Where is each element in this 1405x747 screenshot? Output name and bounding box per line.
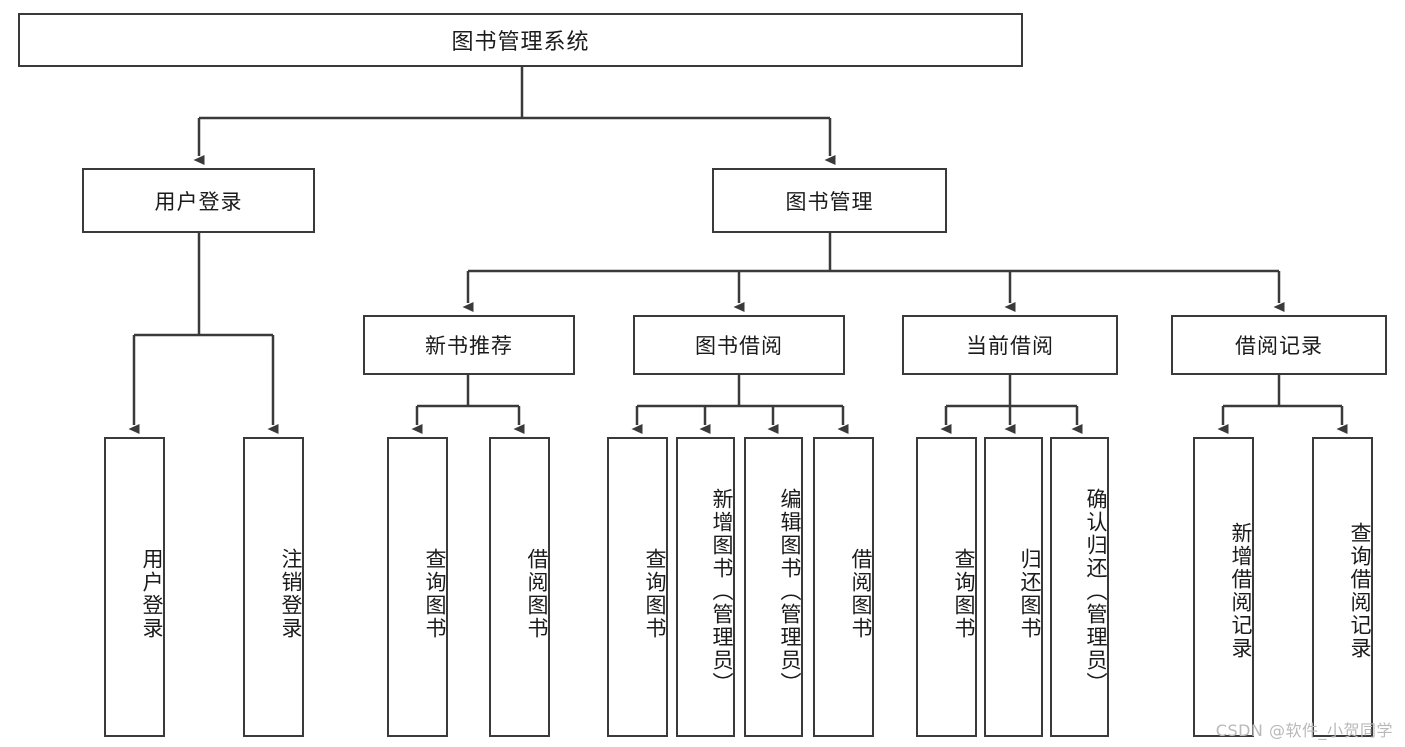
node-root-system[interactable]: 图书管理系统 bbox=[18, 13, 1023, 67]
node-book-management[interactable]: 图书管理 bbox=[712, 168, 947, 233]
leaf-new-book-borrow-book[interactable]: 借阅图书 bbox=[489, 437, 550, 737]
leaf-current-borrow-return-book[interactable]: 归还图书 bbox=[984, 437, 1043, 737]
leaf-book-borrow-query-book[interactable]: 查询图书 bbox=[607, 437, 668, 737]
leaf-borrow-record-add-record[interactable]: 新增借阅记录 bbox=[1193, 437, 1254, 737]
node-book-borrow[interactable]: 图书借阅 bbox=[633, 315, 845, 375]
csdn-watermark: CSDN @软件_小贺同学 bbox=[1215, 721, 1393, 740]
leaf-book-borrow-edit-book-admin[interactable]: 编辑图书（管理员） bbox=[744, 437, 803, 737]
leaf-user-login-login[interactable]: 用户登录 bbox=[104, 437, 165, 737]
leaf-borrow-record-query-record[interactable]: 查询借阅记录 bbox=[1312, 437, 1373, 737]
node-new-book-recommend[interactable]: 新书推荐 bbox=[363, 315, 575, 375]
node-borrow-record[interactable]: 借阅记录 bbox=[1171, 315, 1387, 375]
leaf-book-borrow-borrow-book[interactable]: 借阅图书 bbox=[813, 437, 874, 737]
leaf-book-borrow-add-book-admin[interactable]: 新增图书（管理员） bbox=[676, 437, 735, 737]
leaf-user-login-logout[interactable]: 注销登录 bbox=[243, 437, 304, 737]
leaf-new-book-query-book[interactable]: 查询图书 bbox=[387, 437, 448, 737]
node-user-login[interactable]: 用户登录 bbox=[82, 168, 315, 233]
leaf-current-borrow-query-book[interactable]: 查询图书 bbox=[916, 437, 977, 737]
node-current-borrow[interactable]: 当前借阅 bbox=[902, 315, 1118, 375]
leaf-current-borrow-confirm-return-admin[interactable]: 确认归还（管理员） bbox=[1050, 437, 1109, 737]
